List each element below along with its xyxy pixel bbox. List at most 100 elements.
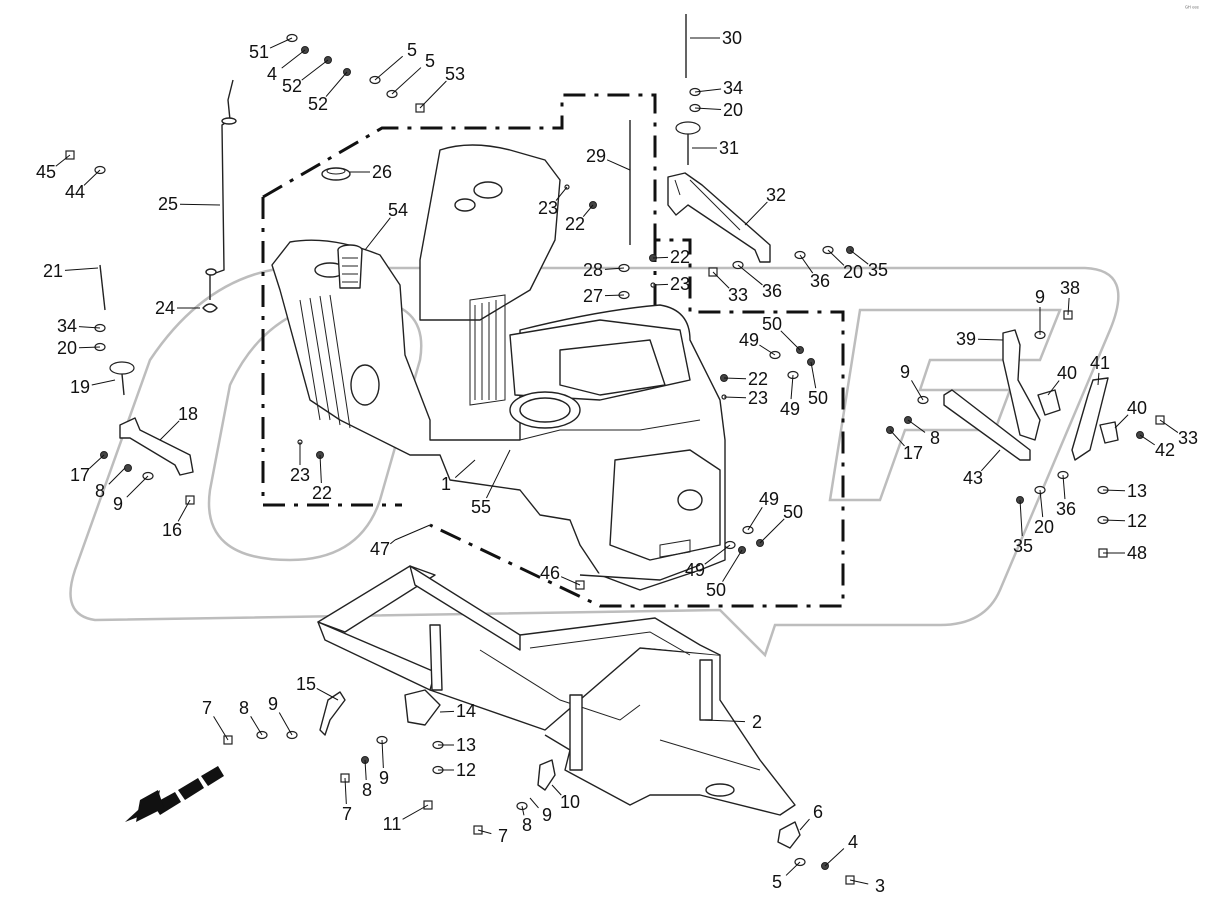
leader-line-2 [704,719,746,723]
leader-line-9 [381,739,384,769]
bracket-18 [119,417,194,476]
leader-line-49 [704,544,731,565]
leader-line-36 [1062,474,1066,500]
leader-line-7 [213,716,229,741]
leader-line-49 [747,507,763,531]
bracket-39 [1002,329,1041,441]
part-number-label-16: 16 [162,520,182,540]
part-number-label-49: 49 [759,489,779,509]
part-number-label-17: 17 [70,465,90,485]
isolator-19 [109,361,135,396]
leader-line-41 [1097,372,1100,386]
part-number-label-40: 40 [1057,363,1077,383]
part-number-label-5: 5 [772,872,782,892]
part-number-label-42: 42 [1155,440,1175,460]
part-number-label-23: 23 [290,465,310,485]
filler-cap [321,167,351,181]
part-number-label-34: 34 [57,316,77,336]
leader-line-50 [759,518,785,544]
leader-line-6 [799,818,810,831]
leader-line-22 [582,204,594,218]
leader-line-33 [1159,419,1179,434]
part-number-label-36: 36 [1056,499,1076,519]
leader-line-50 [810,361,817,389]
part-number-label-52: 52 [282,76,302,96]
main-frame [317,565,796,816]
leader-line-28 [604,267,625,270]
part-number-label-40: 40 [1127,398,1147,418]
part-number-label-9: 9 [542,805,552,825]
leader-line-8 [907,419,926,433]
part-number-label-5: 5 [425,51,435,71]
leader-line-22 [652,256,669,259]
part-number-label-52: 52 [308,94,328,114]
leader-line-5 [785,861,801,876]
long-bolt-21 [99,264,106,311]
part-number-label-49: 49 [739,330,759,350]
fuel-tank [271,144,726,591]
leader-line-35 [849,249,869,265]
leader-line-27 [604,294,625,297]
leader-line-12 [1102,519,1126,522]
part-number-label-31: 31 [719,138,739,158]
part-number-label-5: 5 [407,40,417,60]
part-number-label-9: 9 [113,494,123,514]
part-number-label-9: 9 [1035,287,1045,307]
leader-line-47 [389,539,396,545]
leader-line-7 [477,829,492,835]
leader-line-21 [64,267,99,271]
leader-line-49 [790,374,794,400]
part-number-label-7: 7 [498,826,508,846]
leader-line-53 [419,80,447,109]
leader-line-36 [799,254,814,274]
part-number-label-43: 43 [963,468,983,488]
part-number-label-20: 20 [843,262,863,282]
drawing-code: ᴳᴴ ᵉᵉᵉ [1185,5,1200,12]
part-number-label-2: 2 [752,712,762,732]
part-number-label-39: 39 [956,329,976,349]
part-number-label-22: 22 [748,369,768,389]
leader-line-40 [1114,414,1129,429]
part-number-label-50: 50 [808,388,828,408]
bracket-41 [1071,377,1109,461]
leader-line-9 [911,380,924,401]
isolator-31 [675,121,701,165]
bracket-32 [667,172,771,263]
leader-line-22 [319,454,322,484]
part-number-label-4: 4 [267,64,277,84]
part-number-label-8: 8 [95,481,105,501]
part-number-label-22: 22 [312,483,332,503]
part-number-label-22: 22 [565,214,585,234]
leader-line-9 [529,797,539,809]
part-number-label-4: 4 [848,832,858,852]
leader-line-52 [325,71,348,97]
leader-line-20 [827,249,845,266]
nut [124,464,132,472]
leader-line-3 [849,879,869,885]
part-number-label-30: 30 [722,28,742,48]
part-number-label-7: 7 [202,698,212,718]
leader-line-16 [177,499,191,522]
leader-line-4 [281,49,306,69]
leader-line-5 [391,67,422,95]
assembly-group-outlines [261,93,845,608]
leader-line-47-b [394,524,431,541]
leader-line-42 [1139,434,1155,446]
leader-line-15 [316,688,339,701]
part-number-label-35: 35 [1013,536,1033,556]
leader-line-7 [344,777,347,805]
plate-40 [1037,389,1119,444]
leader-line-19 [91,379,116,386]
leader-line-23 [555,186,568,201]
part-number-label-8: 8 [239,698,249,718]
leader-line-11 [402,804,429,820]
part-number-label-6: 6 [813,802,823,822]
part-number-label-19: 19 [70,377,90,397]
part-number-label-28: 28 [583,260,603,280]
part-number-label-46: 46 [540,563,560,583]
part-number-label-11: 11 [383,814,402,834]
part-number-label-27: 27 [583,286,603,306]
leader-line-20 [78,346,101,349]
